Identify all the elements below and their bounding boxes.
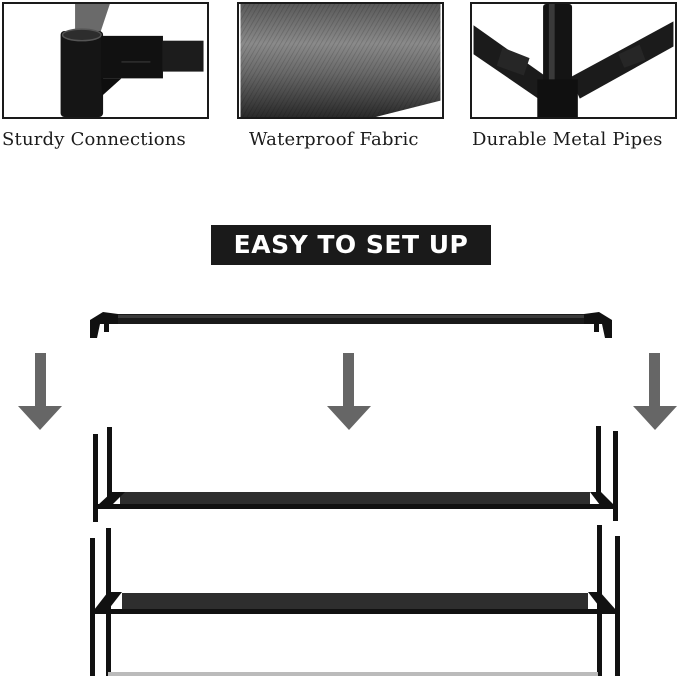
feature-image-sturdy-connections [2, 2, 209, 119]
feature-caption: Durable Metal Pipes [472, 129, 663, 150]
metal-pipe-joint-image [473, 4, 674, 117]
feature-caption: Sturdy Connections [2, 129, 186, 150]
shelf-tier-3-edge [108, 672, 598, 676]
pipe-connector-image [5, 4, 206, 117]
feature-image-waterproof-fabric [237, 2, 444, 119]
feature-image-durable-metal-pipes [470, 2, 677, 119]
fabric-texture-image [240, 4, 441, 117]
feature-caption: Waterproof Fabric [249, 129, 419, 150]
shelf-tier-2 [90, 525, 620, 676]
easy-setup-banner: EASY TO SET UP [211, 225, 491, 265]
shoe-rack-diagram [18, 312, 677, 676]
assembly-diagram [0, 295, 679, 676]
arrow-down-icon [327, 353, 371, 430]
arrow-down-icon [633, 353, 677, 430]
arrow-down-icon [18, 353, 62, 430]
shelf-tier-1 [93, 426, 618, 522]
top-rail [90, 312, 612, 338]
